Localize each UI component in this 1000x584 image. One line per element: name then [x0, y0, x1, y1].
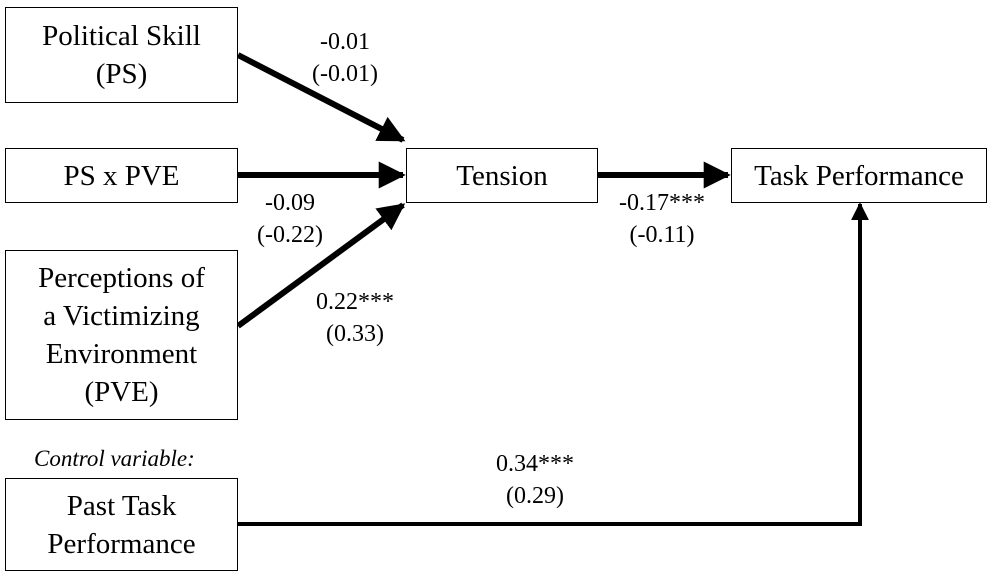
coef-pve-to-tension: 0.22*** (0.33) [316, 289, 394, 347]
coef-past-to-performance: 0.34*** (0.29) [496, 451, 574, 509]
node-tension: Tension [406, 148, 598, 203]
node-pve: Perceptions of a Victimizing Environment… [5, 250, 238, 420]
node-tension-label: Tension [456, 159, 548, 192]
node-task-performance-label: Task Performance [754, 159, 964, 192]
arrow-pve-to-tension [236, 202, 406, 329]
coef-tension-to-performance: -0.17*** (-0.11) [619, 190, 705, 248]
coef-ps-to-tension: -0.01 (-0.01) [312, 29, 378, 87]
node-ps-x-pve: PS x PVE [5, 148, 238, 203]
node-task-performance: Task Performance [731, 148, 987, 203]
coef-interaction-to-tension: -0.09 (-0.22) [257, 190, 323, 248]
node-pve-label: Perceptions of a Victimizing Environment… [38, 262, 205, 408]
node-past-task-performance-label: Past Task Performance [47, 489, 196, 560]
node-ps-x-pve-label: PS x PVE [63, 159, 180, 192]
arrow-past-to-performance [238, 202, 869, 526]
arrow-ps-to-tension [236, 52, 406, 143]
node-political-skill: Political Skill (PS) [5, 7, 238, 103]
node-past-task-performance: Past Task Performance [5, 478, 238, 571]
node-political-skill-label: Political Skill (PS) [42, 20, 201, 90]
control-variable-label: Control variable: [34, 446, 195, 471]
